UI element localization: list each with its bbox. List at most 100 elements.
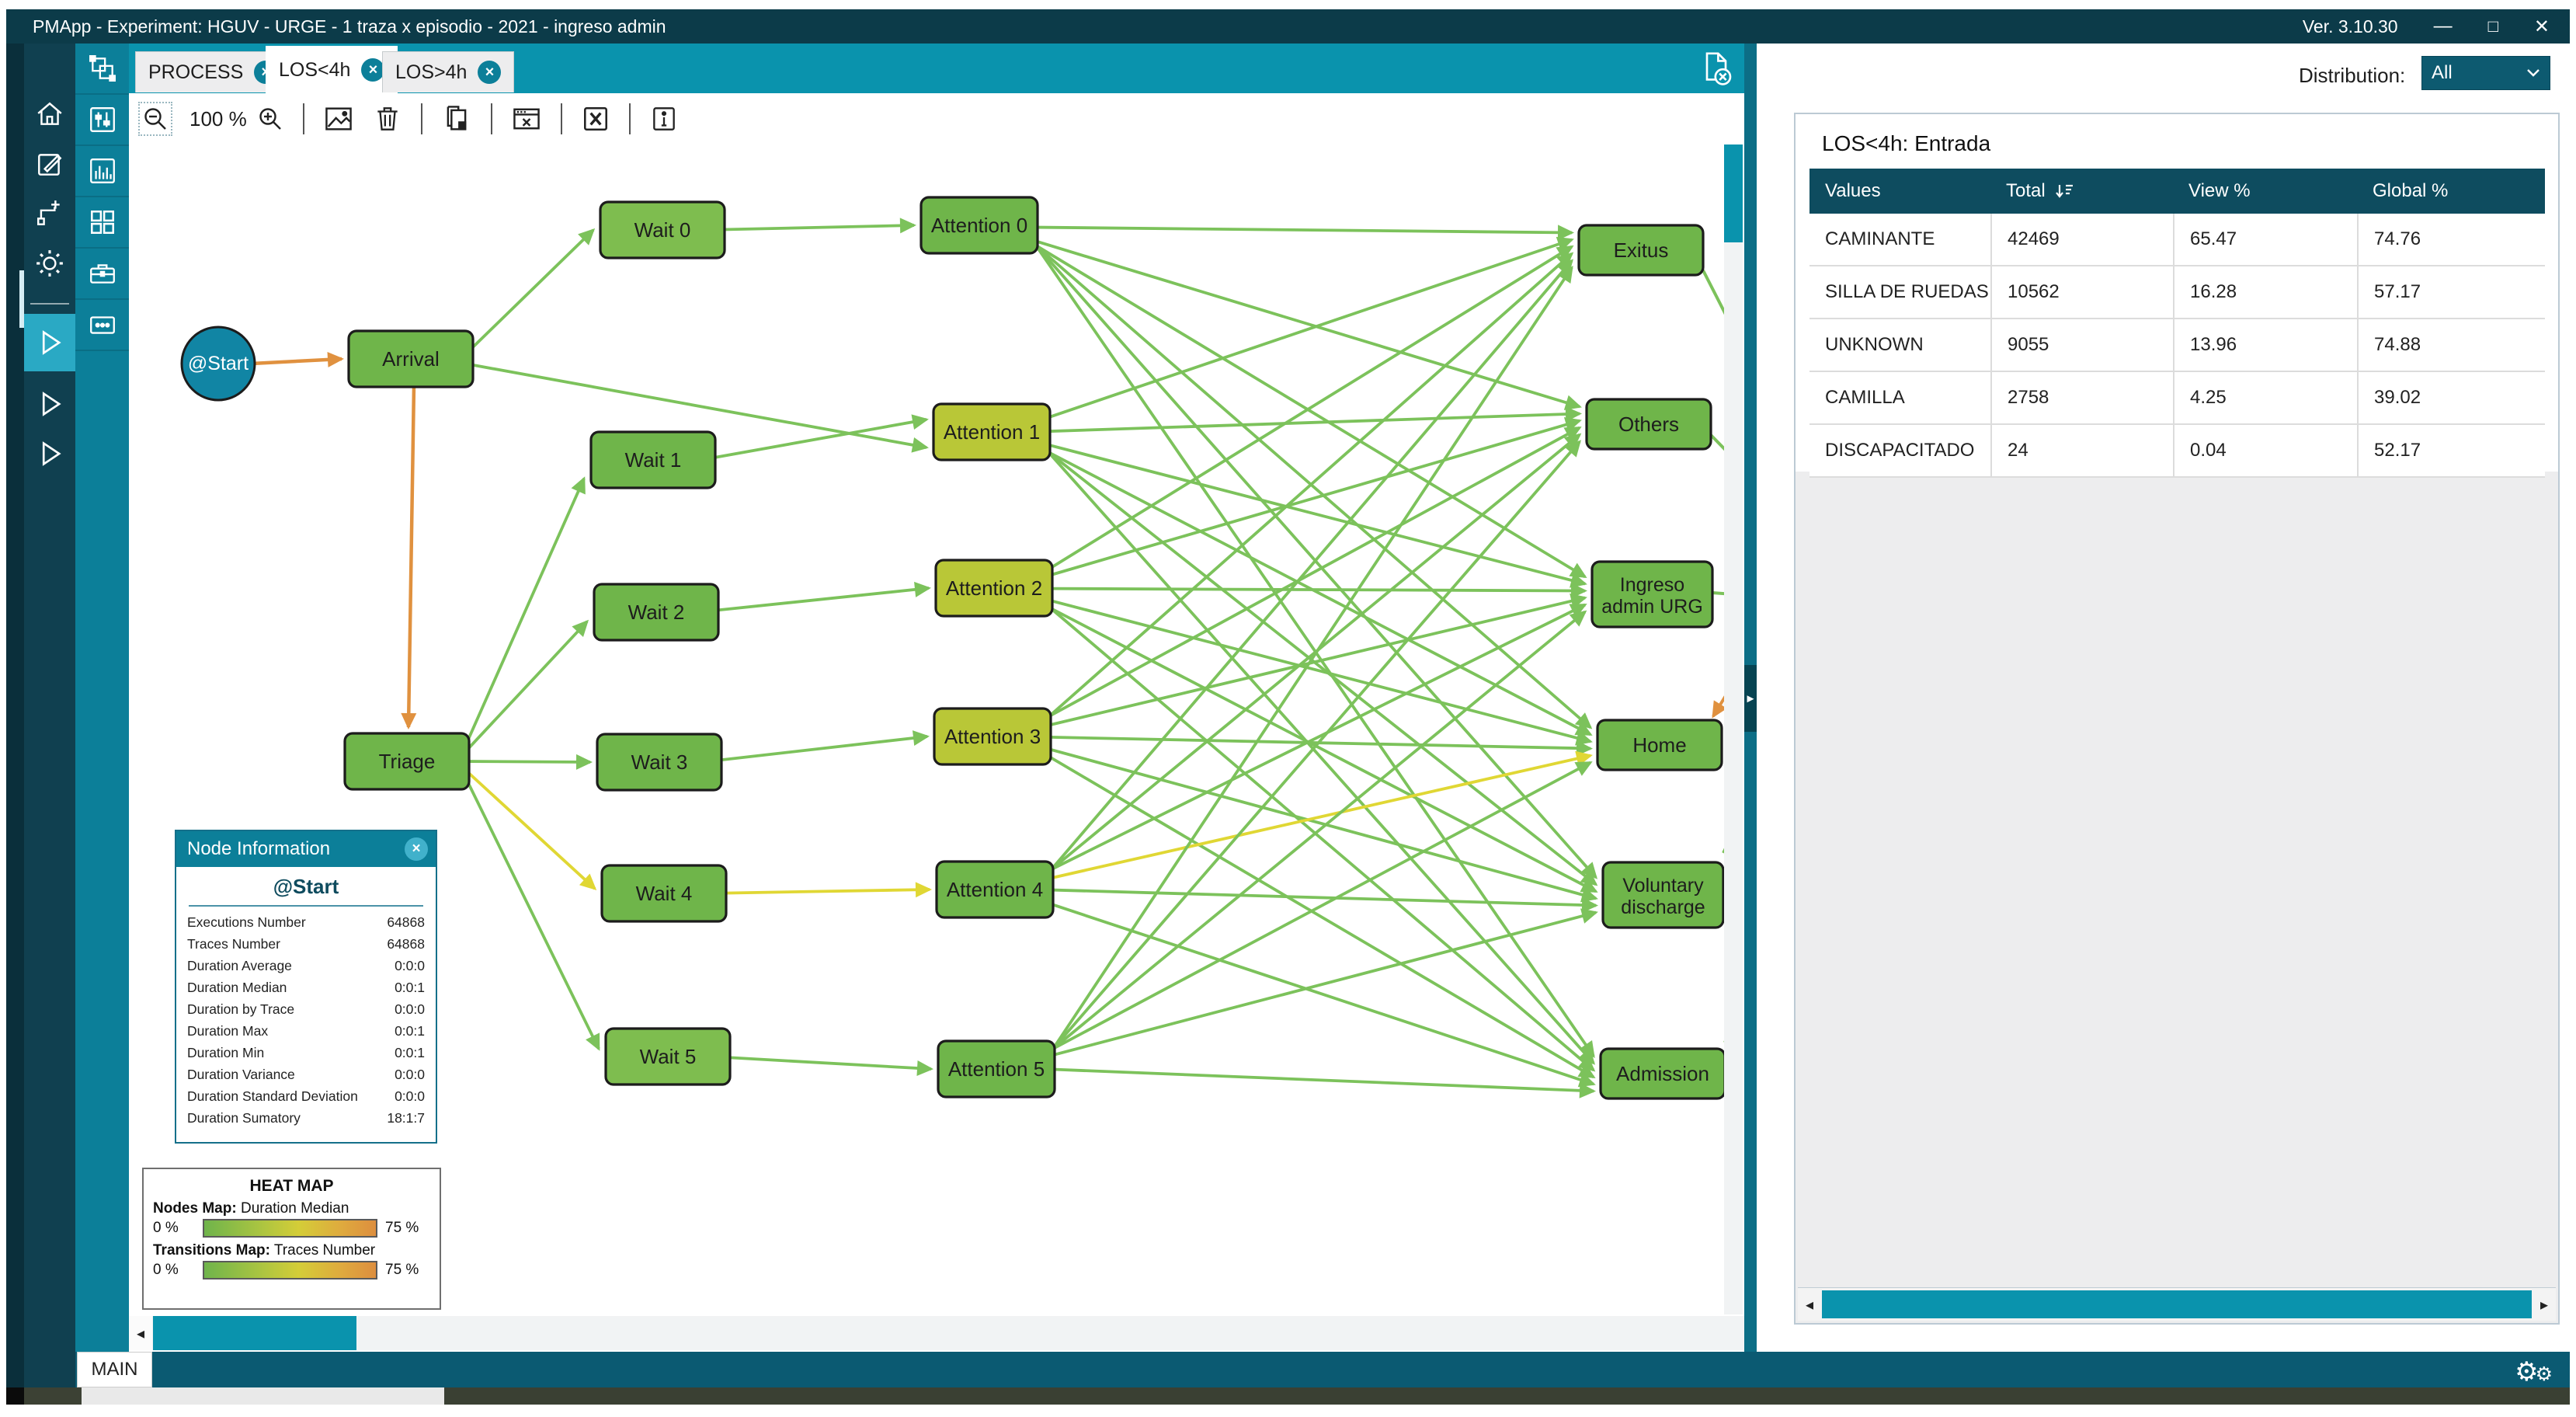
trash-icon bbox=[377, 107, 398, 131]
window-close-icon bbox=[513, 108, 540, 130]
settings-button[interactable] bbox=[24, 235, 75, 291]
zoom-out-button[interactable] bbox=[138, 102, 172, 136]
run-view-button-2[interactable] bbox=[24, 376, 75, 432]
process-model-button[interactable] bbox=[75, 44, 129, 95]
col-global-pct[interactable]: Global % bbox=[2373, 180, 2449, 201]
bar-chart-icon bbox=[89, 158, 115, 183]
run-view-button-3[interactable] bbox=[24, 426, 75, 482]
new-path-button[interactable] bbox=[24, 186, 75, 242]
canvas-horizontal-scrollbar[interactable]: ◂ bbox=[129, 1316, 1744, 1350]
title-bar: PMApp - Experiment: HGUV - URGE - 1 traz… bbox=[6, 9, 2570, 44]
grid-icon bbox=[90, 211, 114, 234]
scroll-left-button[interactable]: ◂ bbox=[129, 1316, 152, 1350]
heatmap-max-label: 75 % bbox=[385, 1220, 419, 1236]
more-options-button[interactable] bbox=[75, 300, 129, 351]
panel-splitter[interactable]: ► bbox=[1744, 44, 1757, 1352]
copy-button[interactable] bbox=[441, 103, 472, 134]
close-document-button[interactable] bbox=[1698, 50, 1735, 91]
heatmap-nodes-label: Nodes Map: bbox=[153, 1200, 237, 1217]
col-total[interactable]: Total bbox=[1990, 180, 2173, 202]
toolbox-button[interactable] bbox=[75, 249, 129, 300]
vertical-scroll-thumb[interactable] bbox=[1724, 144, 1743, 242]
col-view-pct[interactable]: View % bbox=[2188, 180, 2251, 201]
distribution-select[interactable]: All bbox=[2421, 56, 2550, 90]
tab-close-icon[interactable]: × bbox=[478, 61, 502, 84]
primary-sidebar bbox=[24, 44, 75, 1387]
export-excel-button[interactable] bbox=[581, 104, 610, 134]
panel-divider bbox=[189, 905, 423, 907]
document-tab-bar: PROCESS × LOS<4h × LOS>4h × bbox=[129, 44, 1757, 93]
svg-text:Arrival: Arrival bbox=[382, 347, 440, 371]
sort-descending-icon bbox=[2055, 184, 2073, 198]
heatmap-min-label: 0 % bbox=[153, 1262, 179, 1278]
svg-text:Attention 2: Attention 2 bbox=[946, 576, 1042, 600]
heatmap-gradient-bar bbox=[203, 1261, 377, 1279]
delete-button[interactable] bbox=[373, 104, 402, 134]
card-horizontal-scrollbar[interactable]: ◂ ▸ bbox=[1798, 1287, 2556, 1321]
zoom-in-icon bbox=[259, 108, 281, 130]
canvas-vertical-scrollbar[interactable] bbox=[1724, 144, 1743, 1314]
node-information-panel: Node Information × @Start Executions Num… bbox=[175, 830, 437, 1144]
zoom-level: 100 % bbox=[189, 106, 247, 131]
close-window-tool-button[interactable] bbox=[511, 103, 542, 134]
filters-button[interactable] bbox=[75, 95, 129, 146]
window-title: PMApp - Experiment: HGUV - URGE - 1 traz… bbox=[33, 16, 666, 37]
distribution-value: All bbox=[2432, 62, 2453, 83]
tab-close-icon[interactable]: × bbox=[361, 58, 385, 82]
svg-text:Wait 4: Wait 4 bbox=[636, 882, 693, 905]
dashboard-button[interactable] bbox=[75, 197, 129, 249]
home-icon bbox=[37, 102, 62, 125]
splitter-collapse-handle[interactable]: ► bbox=[1744, 665, 1757, 732]
tab-los-less-4h[interactable]: LOS<4h × bbox=[266, 46, 398, 93]
tab-label: PROCESS bbox=[148, 61, 244, 83]
tab-los-greater-4h[interactable]: LOS>4h × bbox=[382, 51, 515, 92]
svg-text:Attention 3: Attention 3 bbox=[944, 725, 1041, 748]
taskbar-segment bbox=[444, 1387, 2570, 1405]
path-plus-icon bbox=[37, 200, 60, 225]
edit-button[interactable] bbox=[24, 136, 75, 192]
close-button[interactable]: ✕ bbox=[2533, 16, 2550, 37]
statistics-button[interactable] bbox=[75, 146, 129, 197]
panel-close-icon[interactable]: × bbox=[405, 837, 428, 861]
toolbar-separator bbox=[560, 103, 562, 134]
gear-icon: ⚙ bbox=[2535, 1363, 2553, 1385]
home-button[interactable] bbox=[24, 86, 75, 142]
canvas-toolbar: 100 % bbox=[129, 93, 1724, 144]
zoom-in-button[interactable] bbox=[256, 105, 284, 133]
info-button[interactable] bbox=[649, 104, 679, 134]
heatmap-transitions-label: Transitions Map: bbox=[153, 1242, 270, 1259]
tab-label: LOS<4h bbox=[279, 58, 351, 81]
scroll-left-button[interactable]: ◂ bbox=[1805, 1296, 1814, 1314]
maximize-button[interactable]: □ bbox=[2487, 16, 2498, 36]
play-icon bbox=[42, 441, 61, 466]
export-image-button[interactable] bbox=[323, 103, 354, 134]
sidebar-divider bbox=[30, 303, 69, 305]
card-scroll-thumb[interactable] bbox=[1822, 1290, 2532, 1318]
run-view-button-active[interactable] bbox=[24, 314, 75, 371]
play-icon bbox=[42, 330, 61, 355]
main-view-tab[interactable]: MAIN bbox=[78, 1353, 151, 1387]
svg-text:Admission: Admission bbox=[1616, 1062, 1709, 1085]
horizontal-scroll-thumb[interactable] bbox=[153, 1316, 356, 1350]
settings-shortcut[interactable]: ⚙ ⚙ bbox=[2515, 1352, 2553, 1387]
col-values[interactable]: Values bbox=[1825, 180, 1881, 201]
svg-text:Attention 1: Attention 1 bbox=[944, 420, 1040, 444]
node-information-header[interactable]: Node Information × bbox=[176, 831, 436, 867]
scroll-right-button[interactable]: ▸ bbox=[2539, 1296, 2549, 1314]
chevron-down-icon bbox=[2527, 69, 2539, 77]
tab-process[interactable]: PROCESS × bbox=[135, 51, 291, 92]
heatmap-gradient-bar bbox=[203, 1219, 377, 1238]
minimize-button[interactable]: — bbox=[2433, 16, 2453, 37]
detail-panel: Distribution: All LOS<4h: Entrada Values… bbox=[1757, 44, 2570, 1352]
